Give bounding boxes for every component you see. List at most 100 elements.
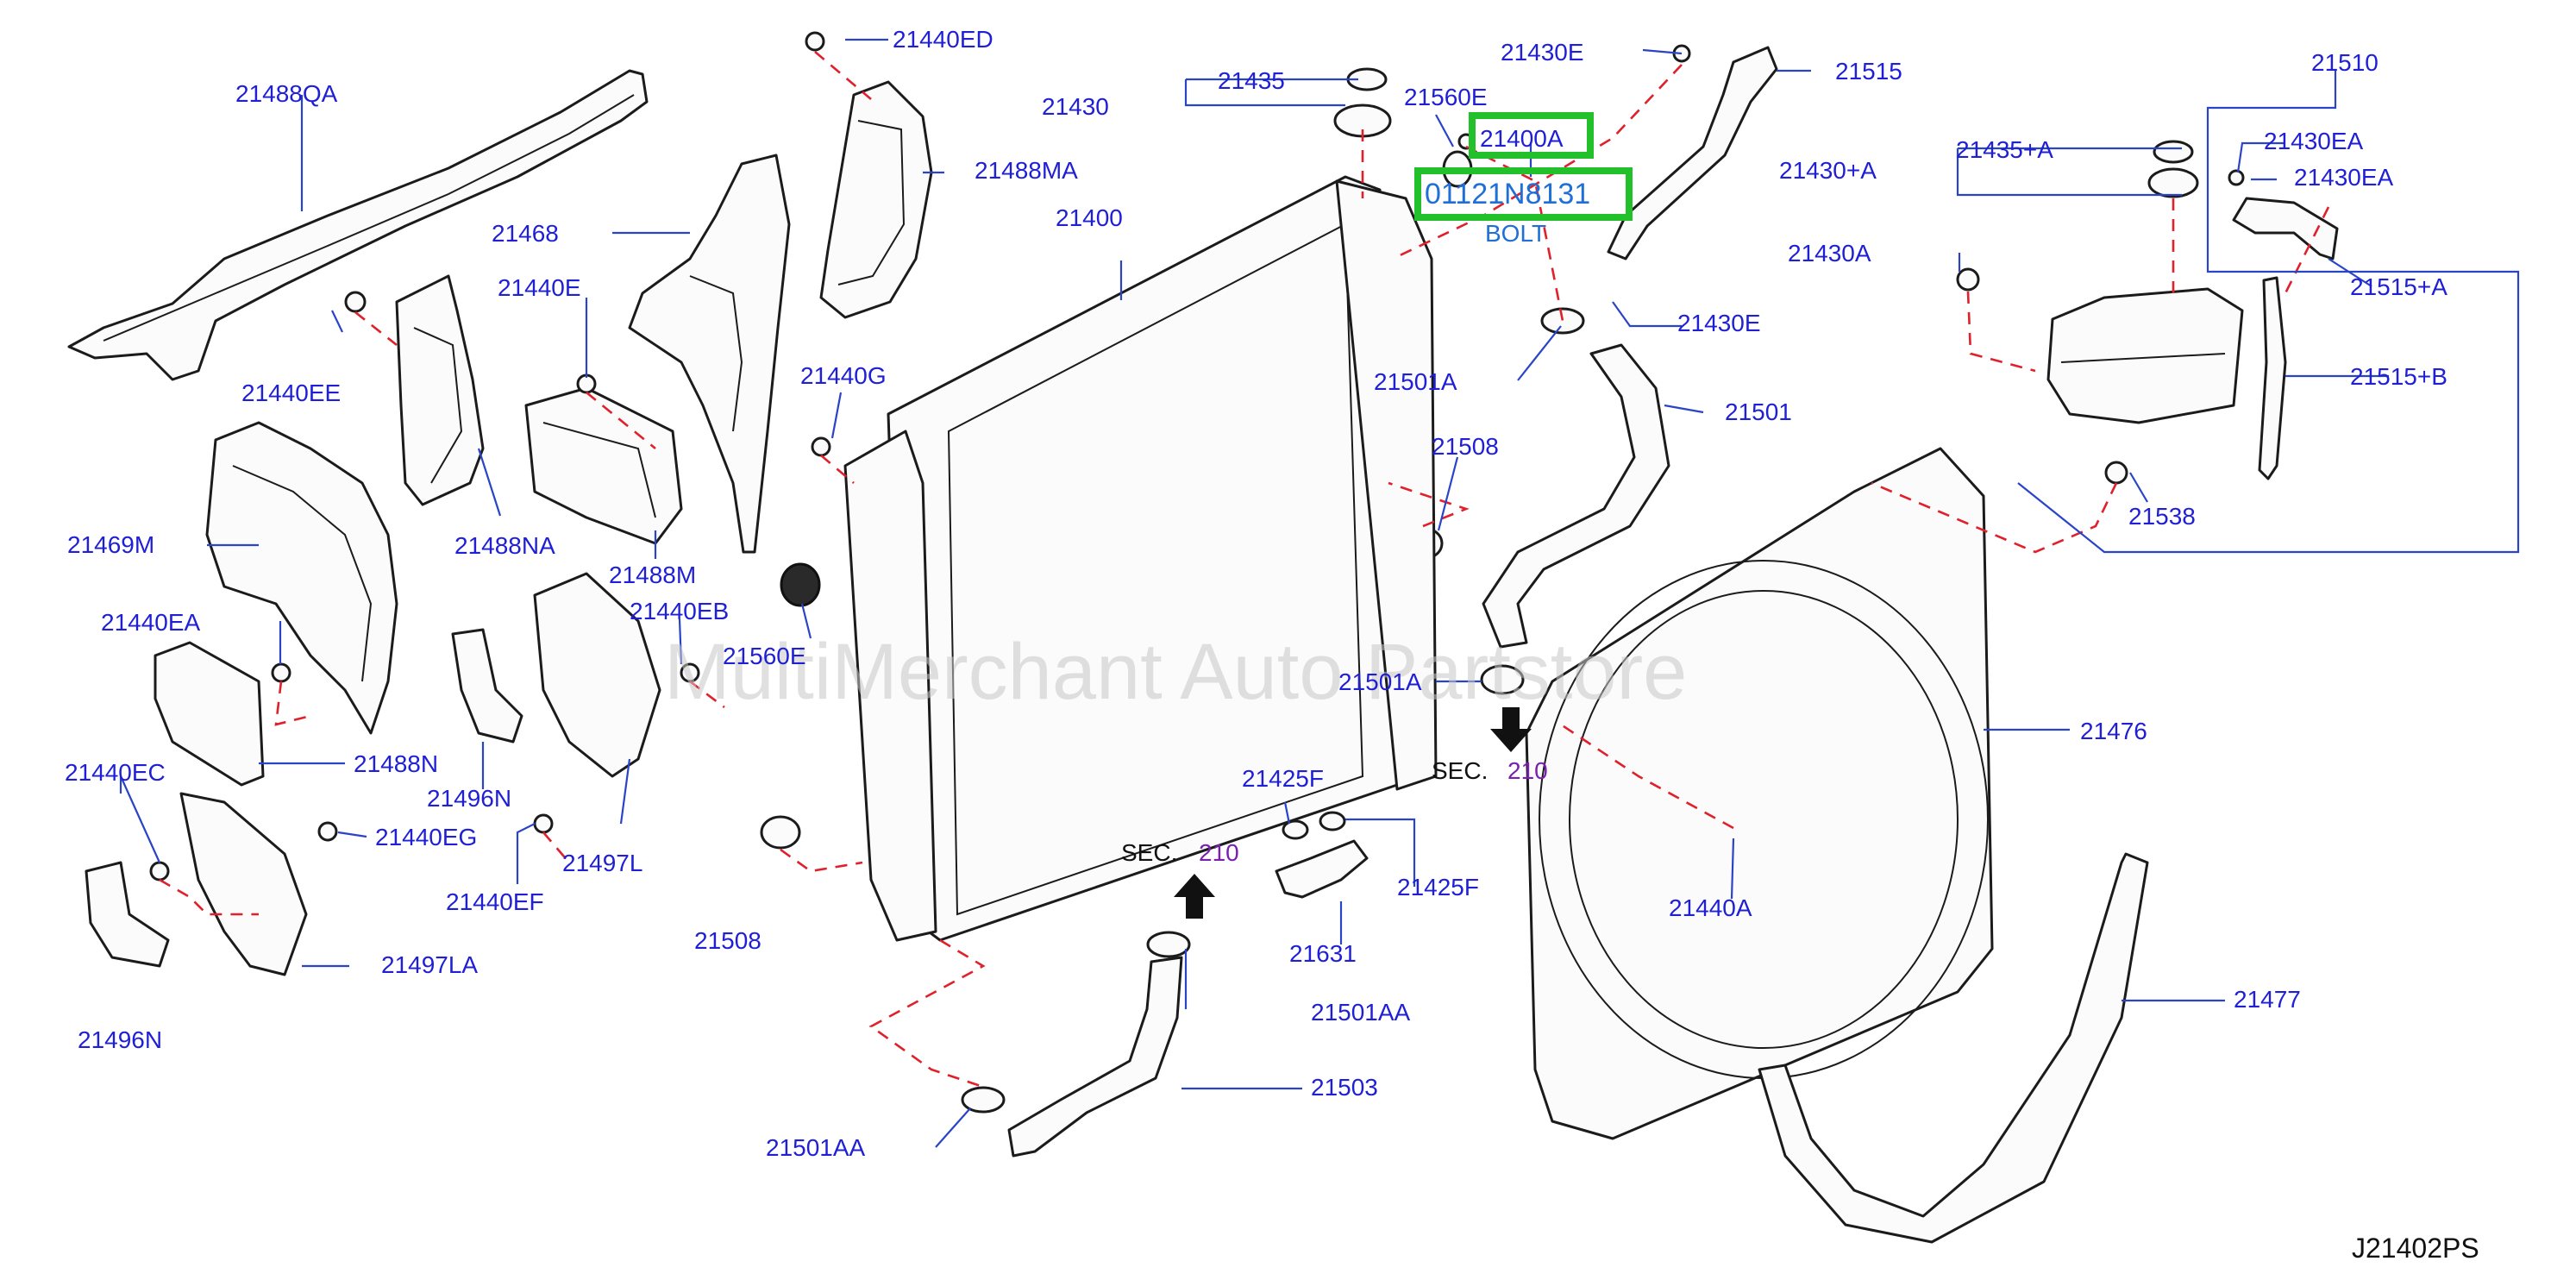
- label-21469m: 21469M: [67, 531, 154, 558]
- part-21400-radiator: [843, 175, 1438, 942]
- part-21497la: [179, 792, 308, 976]
- label-21430e-mid: 21430E: [1677, 310, 1761, 336]
- part-21425f-clamp-2: [1319, 811, 1346, 831]
- label-21631: 21631: [1289, 940, 1357, 967]
- part-21469m-detail: [232, 465, 373, 682]
- label-21497l: 21497L: [562, 850, 642, 876]
- label-21440eb: 21440EB: [630, 598, 729, 624]
- part-21631-hose: [1275, 839, 1369, 899]
- label-sec-top: SEC.: [1432, 757, 1488, 784]
- label-21508-bot: 21508: [694, 927, 762, 954]
- part-21425f-clamp-1: [1282, 819, 1309, 840]
- label-21488na: 21488NA: [454, 532, 555, 559]
- label-21430a-plus: 21430+A: [1779, 157, 1877, 184]
- part-21515-hose: [1607, 46, 1778, 260]
- highlight-21400a: [1469, 112, 1594, 159]
- label-21430ea-2: 21430EA: [2294, 164, 2394, 191]
- part-21435a-seal: [2153, 140, 2194, 164]
- part-21488qa: [67, 69, 649, 381]
- label-21515b: 21515+B: [2350, 363, 2448, 390]
- label-21515: 21515: [1835, 58, 1902, 85]
- part-21477-ring: [1758, 852, 2149, 1244]
- label-21430e-top: 21430E: [1501, 39, 1584, 66]
- part-21469m: [205, 421, 398, 735]
- label-21476: 21476: [2080, 718, 2147, 744]
- part-21497l: [533, 572, 661, 778]
- label-21501aa-1: 21501AA: [1311, 999, 1411, 1026]
- part-21515b-hose: [2258, 276, 2287, 480]
- part-21503-hose: [1007, 956, 1183, 1158]
- label-21468: 21468: [492, 220, 559, 247]
- part-21468-detail: [689, 275, 743, 432]
- part-21468: [628, 154, 791, 554]
- label-bolt: BOLT: [1485, 220, 1546, 247]
- label-21440ed: 21440ED: [893, 26, 993, 53]
- label-21440e: 21440E: [498, 274, 581, 301]
- label-21400a: 21400A: [1480, 125, 1564, 152]
- part-21488qa-detail: [103, 94, 635, 342]
- label-21488m: 21488M: [609, 562, 696, 588]
- label-21488qa: 21488QA: [235, 80, 338, 107]
- part-21488m-detail: [542, 422, 656, 518]
- label-21430: 21430: [1042, 93, 1109, 120]
- label-21435: 21435: [1218, 67, 1285, 94]
- diagram-code: J21402PS: [2352, 1233, 2479, 1264]
- part-21501aa-clamp-top: [1146, 931, 1191, 958]
- label-01121n8131: 01121N8131: [1425, 178, 1590, 210]
- label-21440ea: 21440EA: [101, 609, 201, 636]
- leader-lines: [119, 38, 2520, 1148]
- label-21497la: 21497LA: [381, 951, 478, 978]
- label-21477: 21477: [2234, 986, 2301, 1013]
- label-21496n-2: 21496N: [78, 1026, 162, 1053]
- sec-bot-arrow: [1174, 874, 1215, 919]
- label-21515a: 21515+A: [2350, 273, 2448, 300]
- part-21488ma-detail: [837, 120, 906, 285]
- part-21476-shroud: [1525, 447, 1994, 1140]
- highlight-01121n8131: [1414, 167, 1633, 221]
- label-21440ee: 21440EE: [241, 380, 341, 406]
- label-21560e-top: 21560E: [1404, 84, 1488, 110]
- label-21496n-1: 21496N: [427, 785, 511, 812]
- part-21496n-upper: [451, 628, 523, 744]
- watermark: MultiMerchant Auto Partstore: [664, 628, 1687, 716]
- label-21440ec: 21440EC: [65, 759, 166, 786]
- label-sec-bot-num: 210: [1199, 839, 1239, 866]
- part-21496n-lower: [85, 861, 170, 968]
- label-21510: 21510: [2311, 49, 2379, 76]
- label-21440a: 21440A: [1669, 894, 1752, 921]
- part-21560e-mid: [780, 562, 821, 607]
- part-21501aa-clamp-bot: [961, 1086, 1006, 1114]
- label-21488n: 21488N: [354, 750, 438, 777]
- part-21510-tank: [2046, 287, 2244, 424]
- part-21515a-hose: [2232, 197, 2339, 260]
- part-21501a-clamp-top: [1540, 307, 1585, 335]
- part-21501-hose: [1482, 343, 1670, 649]
- label-21400: 21400: [1056, 204, 1123, 231]
- label-21440g: 21440G: [800, 362, 887, 389]
- label-21430a: 21430A: [1788, 240, 1871, 267]
- part-21508-bot: [760, 815, 801, 850]
- label-21488ma: 21488MA: [975, 157, 1078, 184]
- part-21488ma: [819, 80, 933, 319]
- label-21425f-1: 21425F: [1242, 765, 1324, 792]
- label-21501a-mid: 21501A: [1338, 668, 1422, 695]
- part-21430a-cap: [2147, 167, 2199, 198]
- part-21488na-detail: [413, 327, 463, 484]
- label-sec-bot: SEC.: [1121, 839, 1177, 866]
- part-21488na: [395, 274, 485, 506]
- part-21501a-clamp-mid: [1480, 664, 1525, 695]
- callout-labels: 21488QA 21440ED 21435 21430 21560E 21430…: [65, 26, 2479, 1264]
- part-21488m: [524, 386, 683, 545]
- label-21501aa-2: 21501AA: [766, 1134, 866, 1161]
- label-21430ea-1: 21430EA: [2264, 128, 2364, 154]
- label-21560e-mid: 21560E: [723, 643, 806, 669]
- label-21440eg: 21440EG: [375, 824, 477, 850]
- label-21501: 21501: [1725, 398, 1792, 425]
- label-21425f-2: 21425F: [1397, 874, 1479, 900]
- label-21440ef: 21440EF: [446, 888, 544, 915]
- part-21488n: [154, 641, 265, 787]
- label-21508-top: 21508: [1432, 433, 1499, 460]
- label-21538: 21538: [2128, 503, 2196, 530]
- label-21435a: 21435+A: [1956, 136, 2053, 163]
